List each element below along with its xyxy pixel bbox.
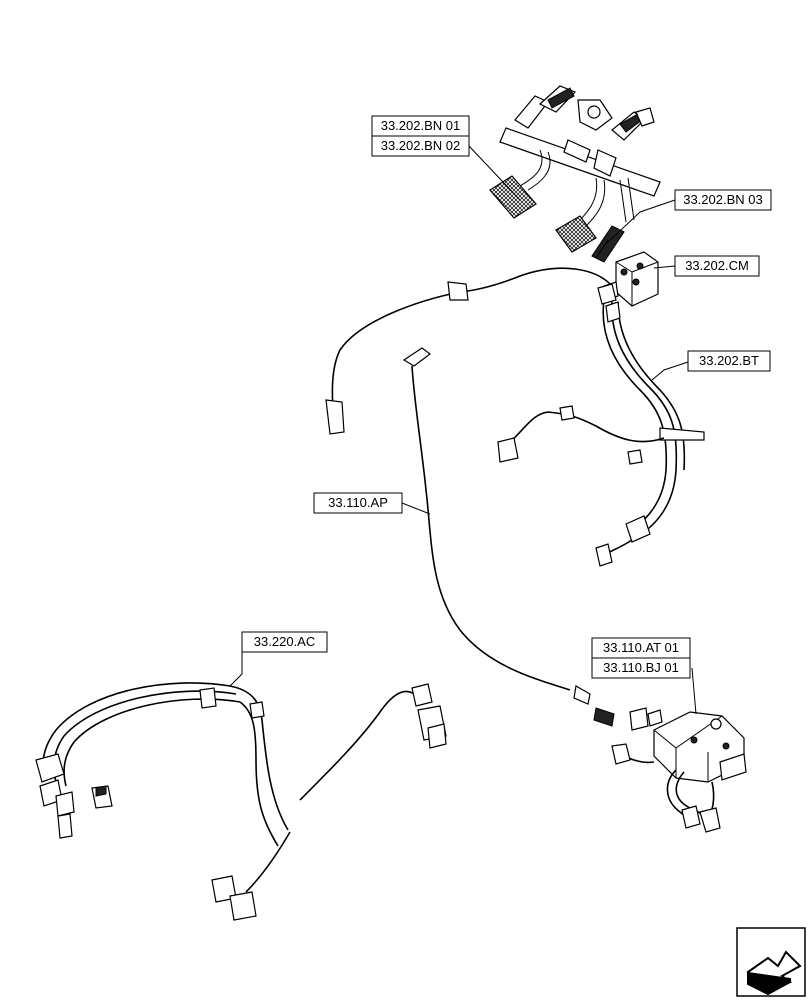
hand-control-cable — [402, 347, 615, 727]
callout-ac[interactable]: 33.220.AC — [241, 631, 328, 653]
callout-bj01-label: 33.110.BJ 01 — [603, 660, 679, 675]
callout-cm[interactable]: 33.202.CM — [674, 255, 760, 277]
control-valve-assembly — [611, 707, 747, 833]
callout-bn03[interactable]: 33.202.BN 03 — [674, 189, 772, 211]
callout-at01[interactable]: 33.110.AT 01 — [591, 637, 691, 659]
callout-cm-label: 33.202.CM — [685, 258, 749, 273]
callout-bt[interactable]: 33.202.BT — [687, 350, 771, 372]
hose-group-brake — [325, 267, 705, 567]
callout-bt-label: 33.202.BT — [699, 353, 759, 368]
pedal-assembly — [489, 85, 661, 307]
callout-ap[interactable]: 33.110.AP — [313, 492, 403, 514]
leader-lines — [229, 145, 697, 715]
callout-ap-label: 33.110.AP — [328, 495, 388, 510]
callout-bn01-label: 33.202.BN 01 — [381, 118, 461, 133]
callout-bn03-label: 33.202.BN 03 — [683, 192, 763, 207]
callout-bn02[interactable]: 33.202.BN 02 — [371, 135, 470, 157]
callout-ac-label: 33.220.AC — [254, 634, 315, 649]
callout-bj01[interactable]: 33.110.BJ 01 — [591, 657, 691, 679]
callout-bn01[interactable]: 33.202.BN 01 — [371, 115, 470, 137]
hose-group-lower — [35, 682, 447, 921]
callout-bn02-label: 33.202.BN 02 — [381, 138, 461, 153]
callout-at01-label: 33.110.AT 01 — [603, 640, 679, 655]
next-page-arrow-icon[interactable] — [736, 927, 806, 997]
